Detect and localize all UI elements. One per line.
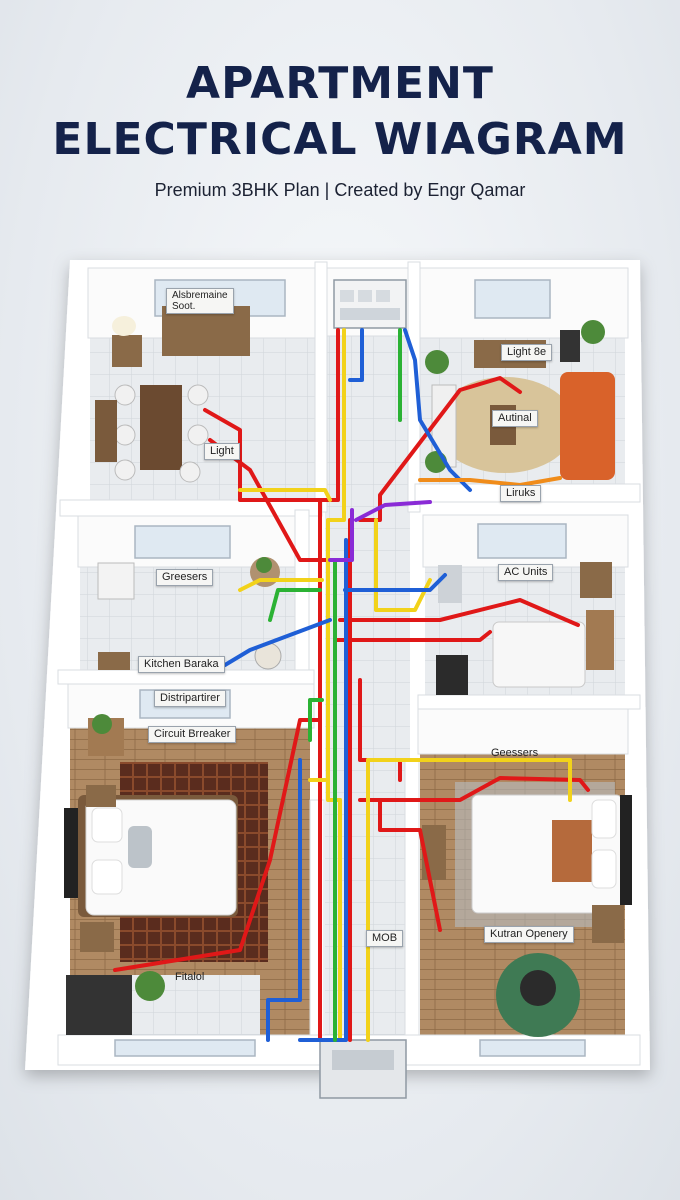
master-bedroom-furniture	[64, 714, 268, 1035]
sofa-icon	[560, 372, 615, 480]
label-master-outlet: Kutran Openery	[484, 926, 574, 943]
label-bottom: Fitalol	[175, 971, 205, 983]
label-dining-cabinet: Alsbremaine Soot.	[166, 288, 234, 314]
bed-icon	[492, 621, 586, 688]
label-distribution: Distripartirer	[154, 690, 226, 707]
dining-furniture	[95, 306, 250, 483]
title-line-2: ELECTRICAL WIAGRAM	[52, 114, 628, 165]
subtitle: Premium 3BHK Plan | Created by Engr Qama…	[154, 180, 526, 200]
kitchen-furniture	[97, 557, 282, 670]
label-dining-light: Light	[204, 443, 240, 460]
table-icon	[140, 385, 182, 470]
label-living-links: Liruks	[500, 485, 542, 502]
bedroom-2-furniture	[436, 562, 614, 695]
tv-icon	[64, 808, 78, 898]
label-master-geysers: Geessers	[491, 747, 539, 759]
lamp-icon	[112, 316, 136, 336]
label-living-light: Light 8e	[501, 344, 553, 361]
electrical-wiring	[113, 328, 590, 1042]
distribution-panel-icon	[333, 279, 407, 329]
plant-icon	[425, 350, 449, 374]
title-line-1: APARTMENT	[186, 58, 494, 109]
label-kitchen-breaker: Kitchen Baraka	[138, 656, 225, 673]
label-mdb: MOB	[366, 930, 404, 947]
main-meter-box	[319, 1039, 407, 1099]
label-circuit-breaker: Circuit Brreaker	[148, 726, 237, 743]
label-living-outlet: Autinal	[492, 410, 538, 427]
bedroom-3-furniture	[422, 782, 632, 1037]
label-bedroom-ac: AC Units	[498, 564, 554, 581]
label-kitchen-geysers: Greesers	[156, 569, 214, 586]
ac-unit-icon	[436, 655, 468, 695]
